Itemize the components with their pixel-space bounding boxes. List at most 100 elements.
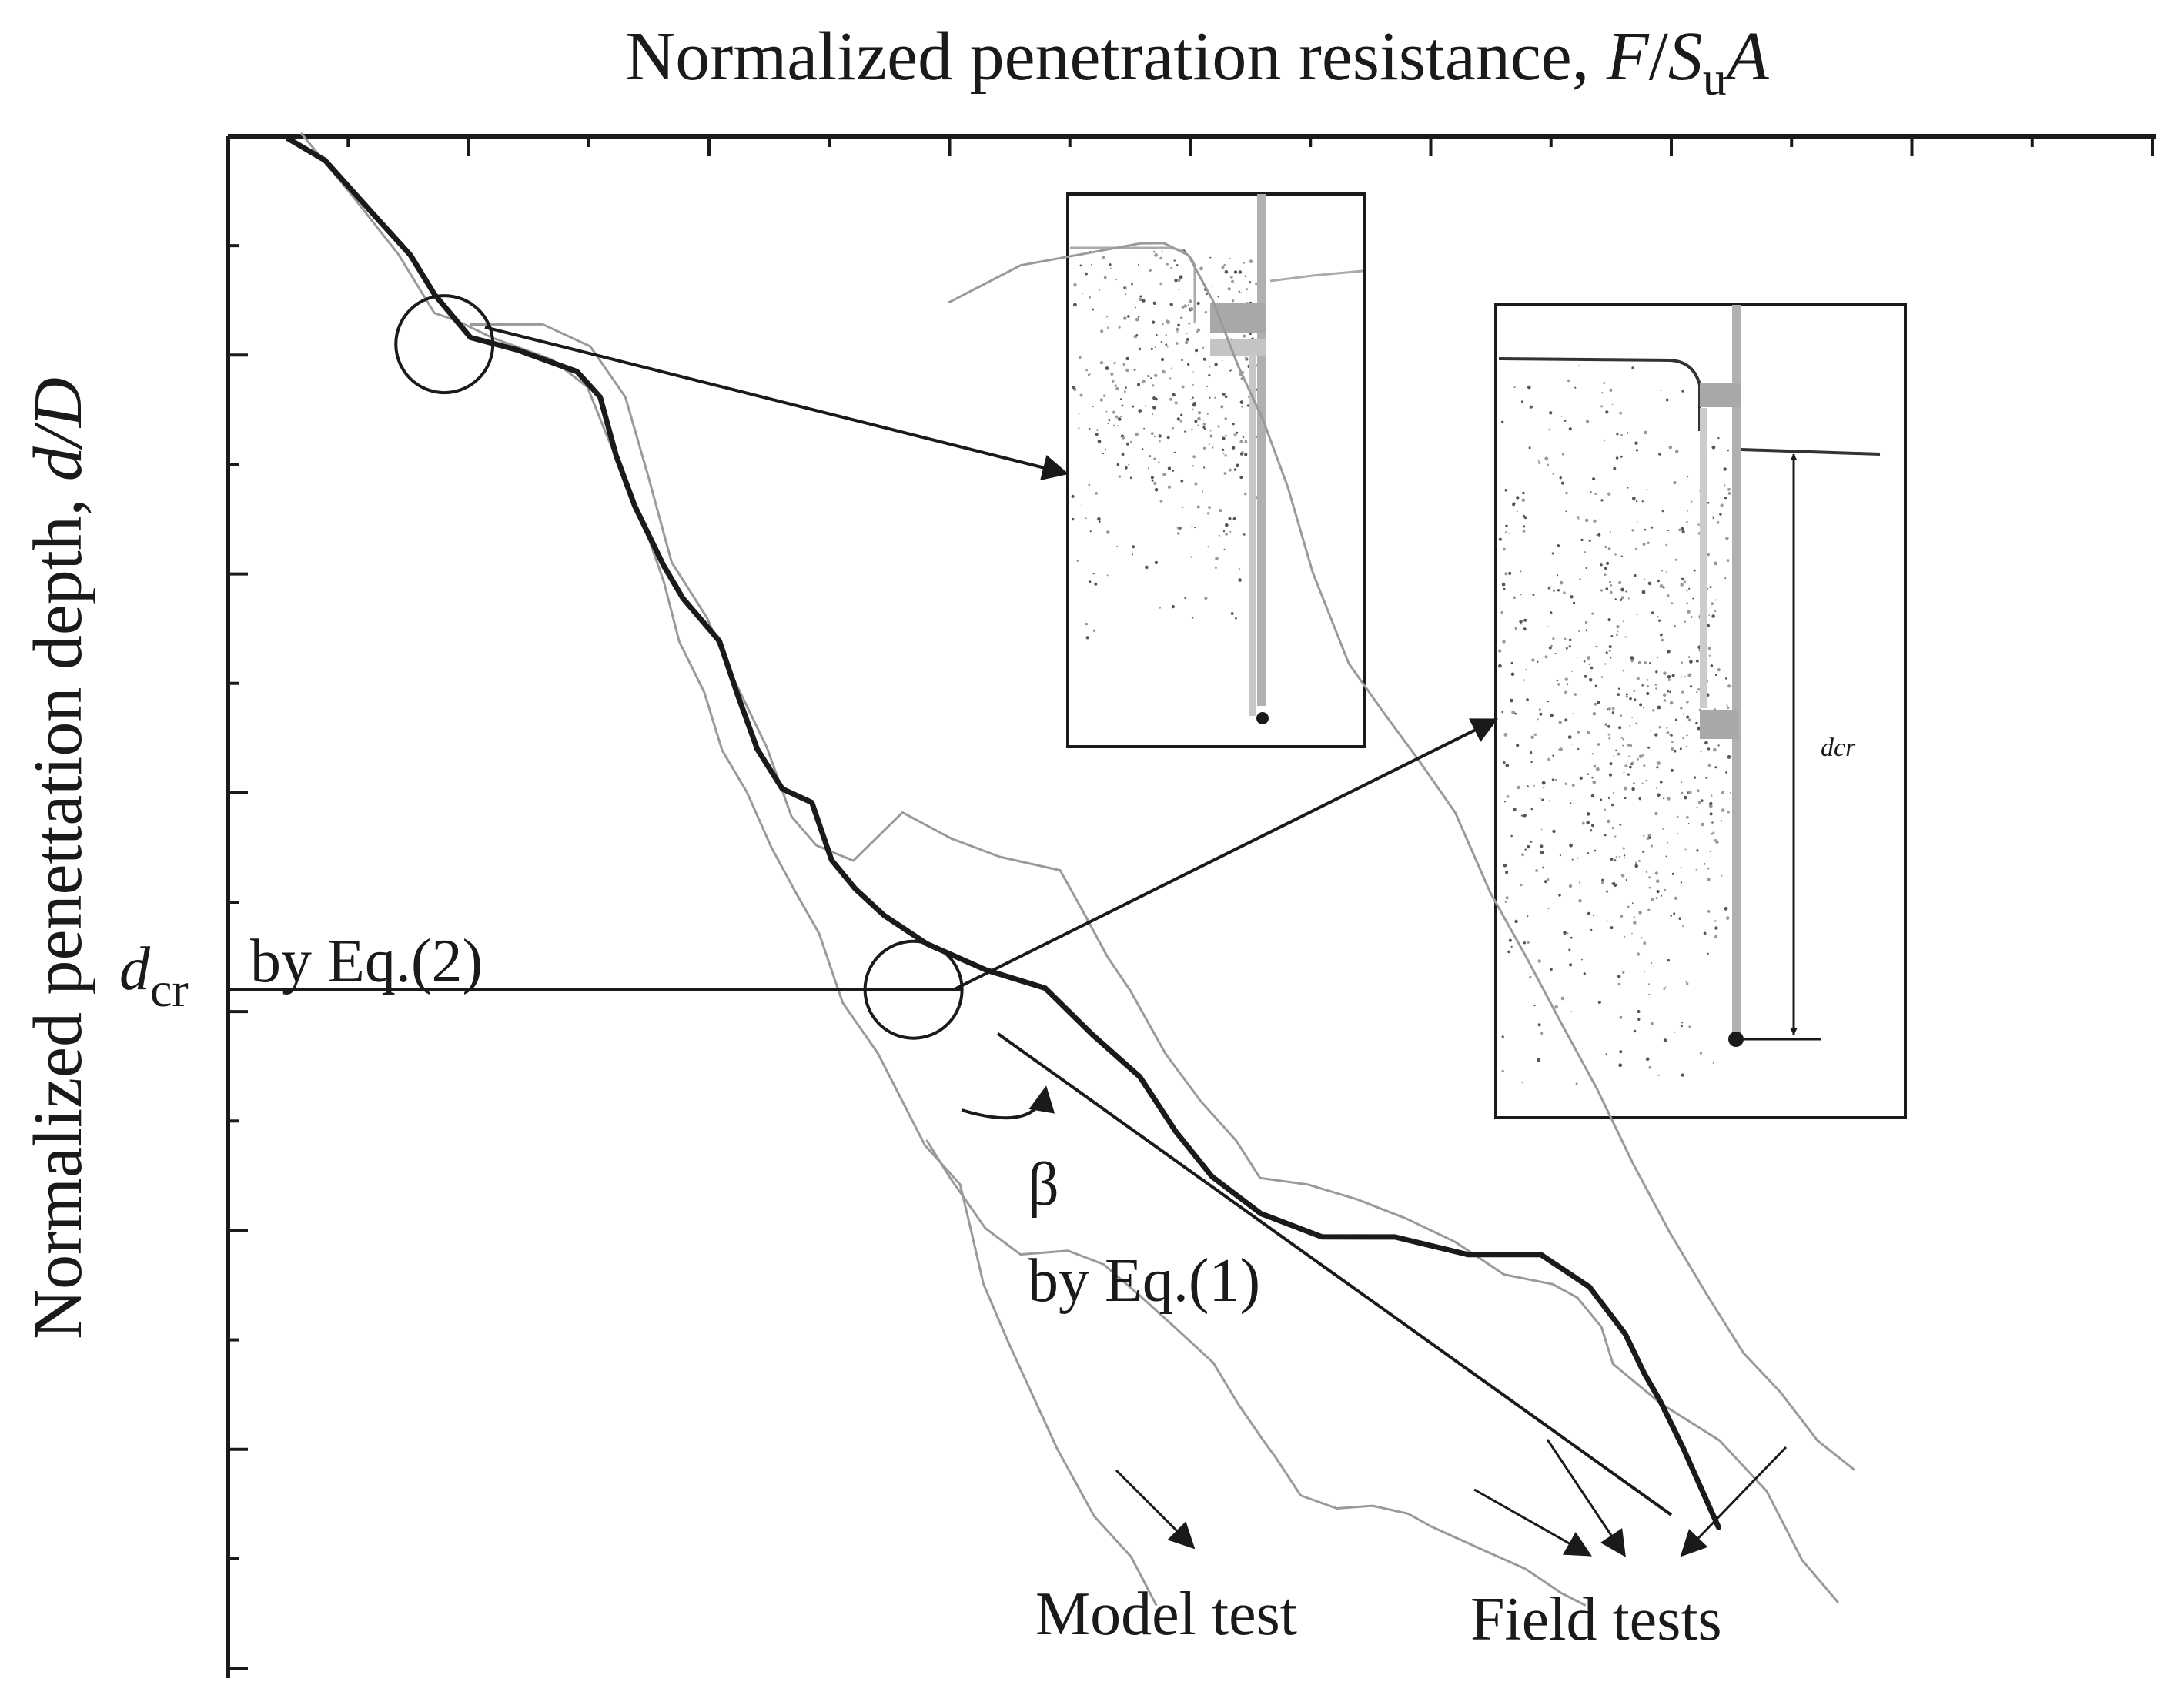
vector-dot bbox=[1078, 413, 1080, 415]
vector-dot bbox=[1204, 428, 1206, 430]
vector-dot bbox=[1585, 629, 1588, 631]
vector-dot bbox=[1655, 670, 1658, 674]
vector-dot bbox=[1616, 634, 1619, 637]
vector-dot bbox=[1505, 531, 1507, 534]
vector-dot bbox=[1622, 620, 1624, 623]
vector-dot bbox=[1173, 259, 1176, 262]
vector-dot bbox=[1570, 936, 1573, 939]
inset-lower-ground-line bbox=[1741, 448, 1881, 456]
vector-dot bbox=[1099, 361, 1104, 365]
vector-dot bbox=[1659, 633, 1663, 637]
vector-dot bbox=[1543, 787, 1545, 789]
vector-dot bbox=[1717, 436, 1720, 440]
vector-dot bbox=[1623, 786, 1627, 791]
vector-dot bbox=[1661, 636, 1663, 638]
vector-dot bbox=[1507, 950, 1510, 954]
vector-dot bbox=[1501, 582, 1506, 587]
vector-dot bbox=[1220, 405, 1224, 409]
vector-dot bbox=[1231, 446, 1236, 450]
vector-dot bbox=[1657, 657, 1659, 658]
vector-dot bbox=[1152, 413, 1153, 415]
y-axis-title: Normalized penettation depth, d/D bbox=[20, 377, 96, 1339]
vector-dot bbox=[1636, 500, 1638, 503]
vector-dot bbox=[1620, 455, 1623, 458]
vector-dot bbox=[1579, 776, 1583, 781]
vector-dot bbox=[1595, 534, 1597, 536]
vector-dot bbox=[1631, 529, 1634, 532]
vector-dot bbox=[1085, 622, 1089, 626]
vector-dot bbox=[1186, 333, 1188, 335]
vector-dot bbox=[1610, 590, 1613, 594]
vector-dot bbox=[1727, 755, 1731, 759]
vector-dot bbox=[1528, 446, 1531, 450]
vector-dot bbox=[1224, 434, 1227, 437]
vector-dot bbox=[1208, 443, 1210, 446]
vector-dot bbox=[1648, 876, 1651, 879]
vector-dot bbox=[1650, 844, 1653, 848]
vector-dot bbox=[1643, 578, 1645, 580]
vector-dot bbox=[1635, 722, 1637, 724]
vector-dot bbox=[1707, 502, 1710, 504]
vector-dot bbox=[1714, 935, 1718, 939]
vector-dot bbox=[1712, 1062, 1714, 1064]
vector-dot bbox=[1568, 645, 1571, 648]
vector-dot bbox=[1202, 357, 1206, 361]
vector-dot bbox=[1186, 338, 1189, 341]
vector-dot bbox=[1695, 868, 1697, 871]
vector-dot bbox=[1622, 744, 1624, 747]
vector-dot bbox=[1181, 305, 1185, 309]
vector-dot bbox=[1633, 921, 1637, 925]
vector-dot bbox=[1723, 467, 1727, 471]
vector-dot bbox=[1091, 263, 1093, 266]
vector-dot bbox=[1661, 510, 1664, 513]
vector-dot bbox=[1656, 890, 1660, 894]
vector-dot bbox=[1587, 852, 1590, 854]
vector-dot bbox=[1655, 687, 1657, 690]
vector-dot bbox=[1085, 517, 1087, 520]
vector-dot bbox=[1658, 619, 1661, 622]
vector-dot bbox=[1097, 517, 1101, 521]
vector-dot bbox=[1641, 590, 1646, 594]
beta-label: β bbox=[1028, 1151, 1059, 1219]
vector-dot bbox=[1133, 368, 1136, 371]
vector-dot bbox=[1197, 416, 1201, 421]
vector-dot bbox=[1703, 931, 1707, 935]
vector-dot bbox=[1725, 771, 1728, 774]
vector-dot bbox=[1174, 401, 1178, 405]
vector-dot bbox=[1587, 911, 1590, 915]
vector-dot bbox=[1570, 1011, 1573, 1013]
vector-dot bbox=[1617, 975, 1621, 978]
vector-dot bbox=[1571, 858, 1574, 861]
vector-dot bbox=[1600, 798, 1603, 801]
vector-dot bbox=[1525, 668, 1527, 670]
vector-dot bbox=[1223, 548, 1226, 550]
vector-dot bbox=[1123, 316, 1127, 320]
vector-dot bbox=[1166, 319, 1169, 323]
vector-dot bbox=[1116, 463, 1120, 466]
vector-dot bbox=[1106, 574, 1109, 577]
vector-dot bbox=[1158, 461, 1160, 463]
vector-dot bbox=[1239, 400, 1244, 404]
vector-dot bbox=[1228, 517, 1232, 521]
vector-dot bbox=[1561, 453, 1564, 456]
vector-dot bbox=[1569, 963, 1573, 967]
vector-dot bbox=[1623, 771, 1625, 774]
vector-dot bbox=[1624, 854, 1626, 857]
vector-dot bbox=[1206, 385, 1208, 387]
vector-dot bbox=[1510, 672, 1515, 677]
vector-dot bbox=[1697, 727, 1701, 731]
vector-dot bbox=[1604, 663, 1607, 665]
vector-dot bbox=[1072, 517, 1075, 521]
vector-dot bbox=[1519, 570, 1522, 573]
vector-dot bbox=[1541, 781, 1546, 785]
axes bbox=[226, 134, 2156, 1678]
vector-dot bbox=[1604, 545, 1607, 549]
vector-dot bbox=[1121, 453, 1125, 456]
vector-dot bbox=[1601, 881, 1604, 884]
vector-dot bbox=[1680, 1025, 1683, 1028]
vector-dot bbox=[1625, 878, 1627, 881]
arrow-field-test-2 bbox=[1546, 1439, 1626, 1557]
vector-dot bbox=[1224, 454, 1227, 457]
vector-dot bbox=[1578, 899, 1582, 903]
vector-dot bbox=[1707, 952, 1709, 955]
